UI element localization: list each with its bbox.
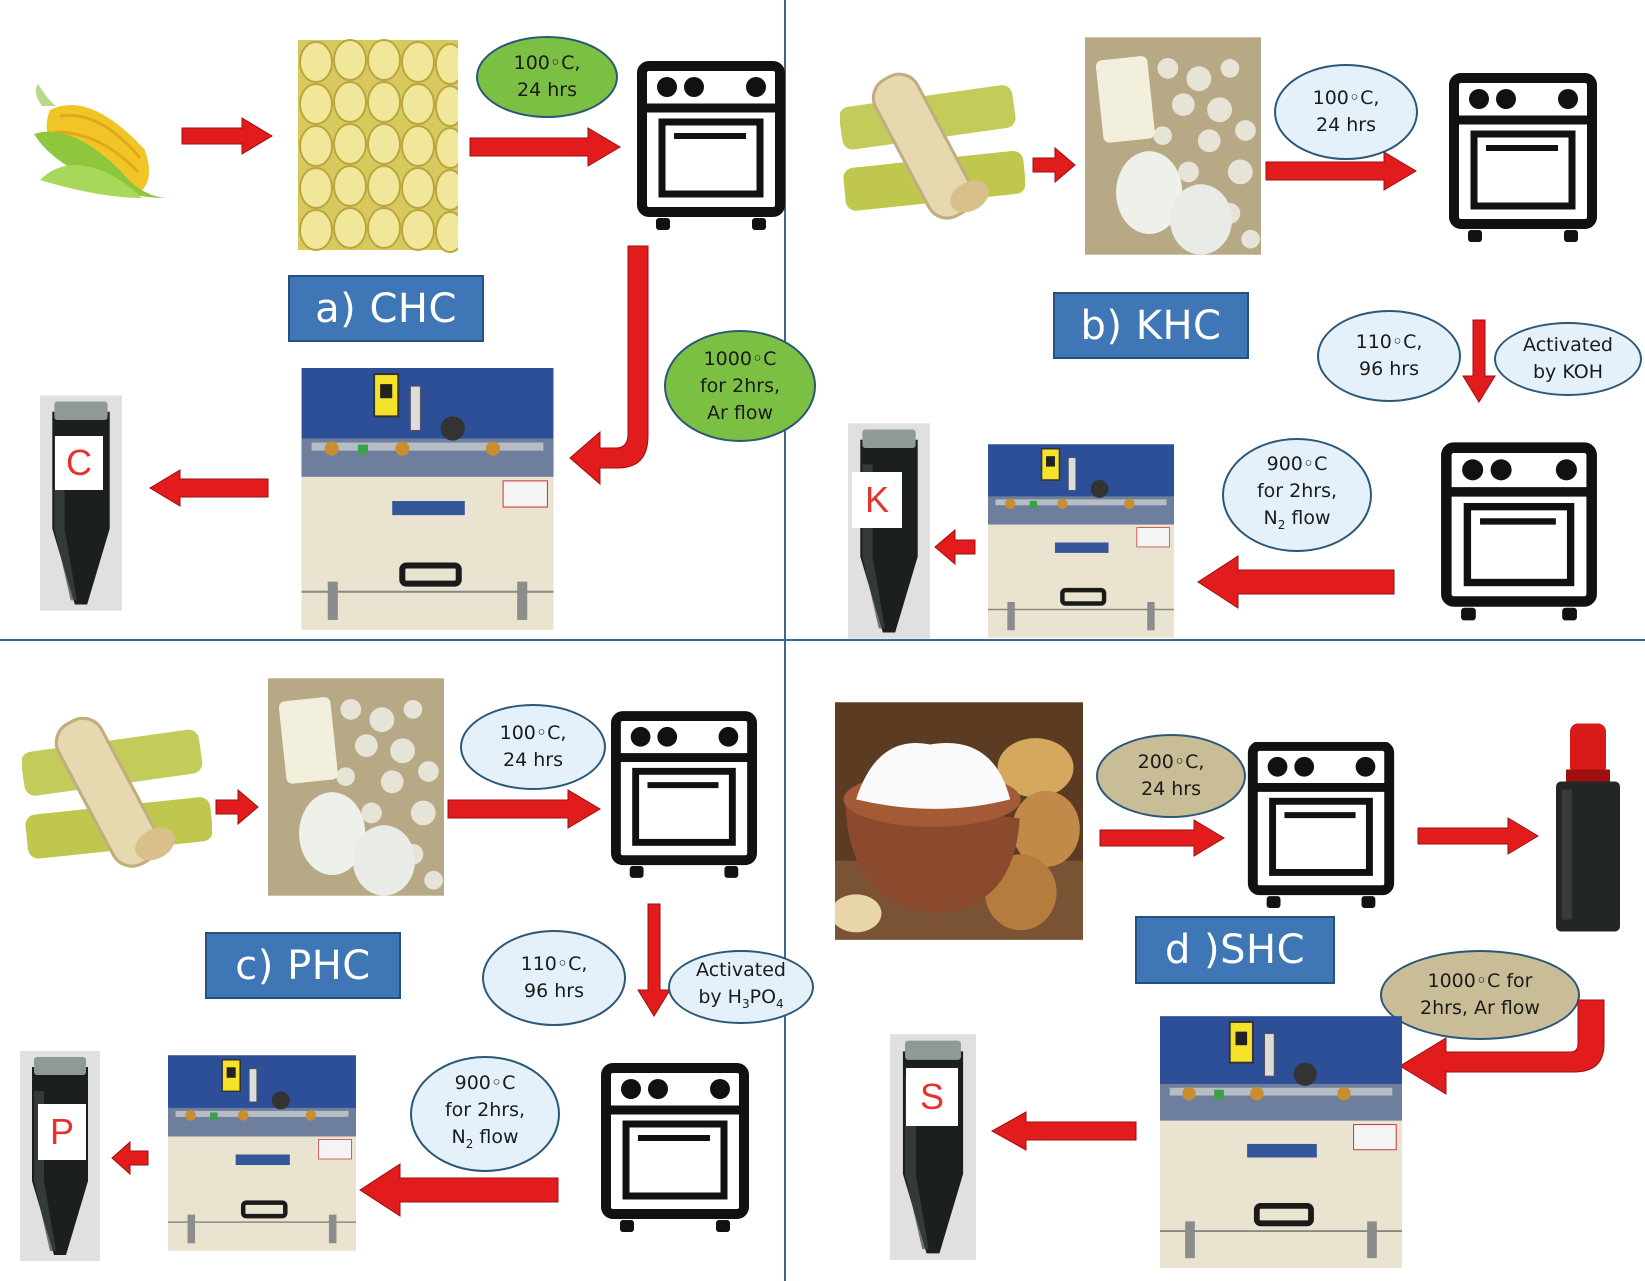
red-arrow-icon bbox=[1417, 817, 1539, 855]
vertical-divider-top bbox=[784, 0, 786, 640]
step1-condition: 100◦C, 24 hrs bbox=[1274, 64, 1418, 160]
tubular-furnace-photo bbox=[168, 1036, 356, 1270]
red-arrow-icon bbox=[934, 528, 976, 566]
panel-label: b) KHC bbox=[1053, 292, 1249, 359]
activation-line1: Activated bbox=[696, 958, 786, 981]
red-arrow-icon bbox=[149, 469, 269, 507]
oven-icon bbox=[610, 704, 758, 888]
sugarcane-icon bbox=[840, 62, 1025, 222]
activation-line2: by H3PO4 bbox=[698, 984, 783, 1018]
step1-line1: 100◦C, bbox=[1312, 87, 1380, 109]
step3-condition: 900◦C for 2hrs, N2 flow bbox=[410, 1056, 560, 1172]
step3-line2: for 2hrs, bbox=[1256, 480, 1338, 503]
oven-icon bbox=[1246, 742, 1396, 910]
red-arrow-icon bbox=[1032, 146, 1076, 184]
step1-condition: 100◦C, 24 hrs bbox=[460, 704, 606, 790]
activation-sub2: 4 bbox=[776, 996, 784, 1011]
tubular-furnace-photo bbox=[1160, 1014, 1402, 1270]
activation-line2: by KOH bbox=[1532, 361, 1603, 383]
step3-line3: N2 flow bbox=[451, 1124, 518, 1158]
step3-flow: flow bbox=[473, 1126, 519, 1149]
step3-line1: 900◦C bbox=[454, 1072, 516, 1095]
sample-tube-icon bbox=[890, 1024, 976, 1270]
step3-n: N bbox=[1263, 507, 1278, 530]
red-arrow-icon bbox=[469, 127, 621, 167]
activation-label: Activated by H3PO4 bbox=[668, 950, 814, 1024]
sugarcane-icon bbox=[22, 708, 212, 868]
step3-n: N bbox=[451, 1126, 466, 1149]
corn-icon bbox=[30, 80, 170, 200]
oven-icon bbox=[1440, 426, 1598, 640]
oven-icon bbox=[600, 1056, 750, 1242]
step2-line1: 110◦C, bbox=[520, 953, 588, 975]
step2-condition: 110◦C, 96 hrs bbox=[482, 930, 626, 1026]
step1-line1: 100◦C, bbox=[499, 722, 567, 744]
pith-photo bbox=[268, 676, 444, 898]
red-arrow-icon bbox=[1099, 819, 1225, 857]
product-letter: P bbox=[38, 1104, 86, 1160]
oven-icon bbox=[636, 58, 786, 236]
step3-condition: 900◦C for 2hrs, N2 flow bbox=[1222, 438, 1372, 552]
tubular-furnace-photo bbox=[988, 418, 1174, 664]
red-arrow-icon bbox=[181, 117, 273, 155]
red-arrow-icon bbox=[637, 903, 671, 1017]
activation-label: Activated by KOH bbox=[1494, 322, 1642, 396]
step3-line1: 900◦C bbox=[1266, 453, 1328, 476]
sample-tube-icon bbox=[848, 408, 930, 654]
corn-kernels-photo bbox=[298, 36, 458, 254]
step1-line2: 24 hrs bbox=[1316, 114, 1376, 136]
panel-label: a) CHC bbox=[288, 275, 484, 342]
activation-by: by H bbox=[698, 985, 742, 1008]
tubular-furnace-photo bbox=[300, 368, 555, 630]
pith-photo bbox=[1085, 28, 1261, 264]
step1-line2: 24 hrs bbox=[1141, 778, 1201, 800]
step2-line3: Ar flow bbox=[707, 401, 773, 424]
step1-condition: 100◦C, 24 hrs bbox=[476, 36, 618, 118]
step2-line2: 96 hrs bbox=[524, 980, 584, 1002]
product-letter: C bbox=[55, 436, 103, 490]
step1-line1: 200◦C, bbox=[1137, 751, 1205, 773]
red-arrow-icon bbox=[569, 245, 649, 486]
horizontal-divider bbox=[0, 639, 1645, 641]
step2-line2: for 2hrs, bbox=[699, 374, 781, 397]
step2-line1: 110◦C, bbox=[1355, 331, 1423, 353]
step3-flow: flow bbox=[1285, 507, 1331, 530]
step2-line1: 1000◦C bbox=[703, 347, 777, 370]
product-letter: K bbox=[852, 472, 902, 528]
step1-line2: 24 hrs bbox=[517, 79, 577, 101]
red-arrow-icon bbox=[1197, 555, 1395, 609]
sample-tube-icon bbox=[40, 394, 122, 612]
step2-line2: 2hrs, Ar flow bbox=[1420, 997, 1540, 1019]
red-arrow-icon bbox=[359, 1163, 559, 1217]
activation-sub1: 3 bbox=[741, 996, 750, 1011]
step3-line3: N2 flow bbox=[1263, 505, 1330, 539]
step2-condition: 1000◦C for 2hrs, Ar flow bbox=[1380, 950, 1580, 1040]
red-arrow-icon bbox=[215, 788, 259, 826]
red-arrow-icon bbox=[1462, 319, 1496, 403]
step3-line2: for 2hrs, bbox=[444, 1099, 526, 1122]
step2-line1: 1000◦C for bbox=[1427, 970, 1533, 992]
panel-label: c) PHC bbox=[205, 932, 401, 999]
step1-line2: 24 hrs bbox=[503, 749, 563, 771]
panel-label: d )SHC bbox=[1135, 916, 1335, 984]
red-arrow-icon bbox=[1265, 151, 1417, 191]
step3-sub: 2 bbox=[1277, 517, 1286, 532]
step1-line1: 100◦C, bbox=[513, 52, 581, 74]
oven-icon bbox=[1448, 60, 1598, 258]
step2-condition: 1000◦C for 2hrs, Ar flow bbox=[664, 330, 816, 442]
sample-bottle-icon bbox=[1548, 714, 1628, 940]
step2-line2: 96 hrs bbox=[1359, 358, 1419, 380]
potato-starch-photo bbox=[835, 702, 1083, 940]
red-arrow-icon bbox=[1399, 999, 1605, 1095]
red-arrow-icon bbox=[111, 1140, 149, 1176]
activation-line1: Activated bbox=[1523, 334, 1613, 356]
red-arrow-icon bbox=[447, 789, 601, 829]
product-letter: S bbox=[906, 1068, 958, 1126]
step1-condition: 200◦C, 24 hrs bbox=[1096, 734, 1246, 818]
step3-sub: 2 bbox=[465, 1136, 474, 1151]
red-arrow-icon bbox=[990, 1111, 1137, 1151]
step2-condition: 110◦C, 96 hrs bbox=[1317, 310, 1461, 402]
activation-po: PO bbox=[749, 985, 777, 1008]
